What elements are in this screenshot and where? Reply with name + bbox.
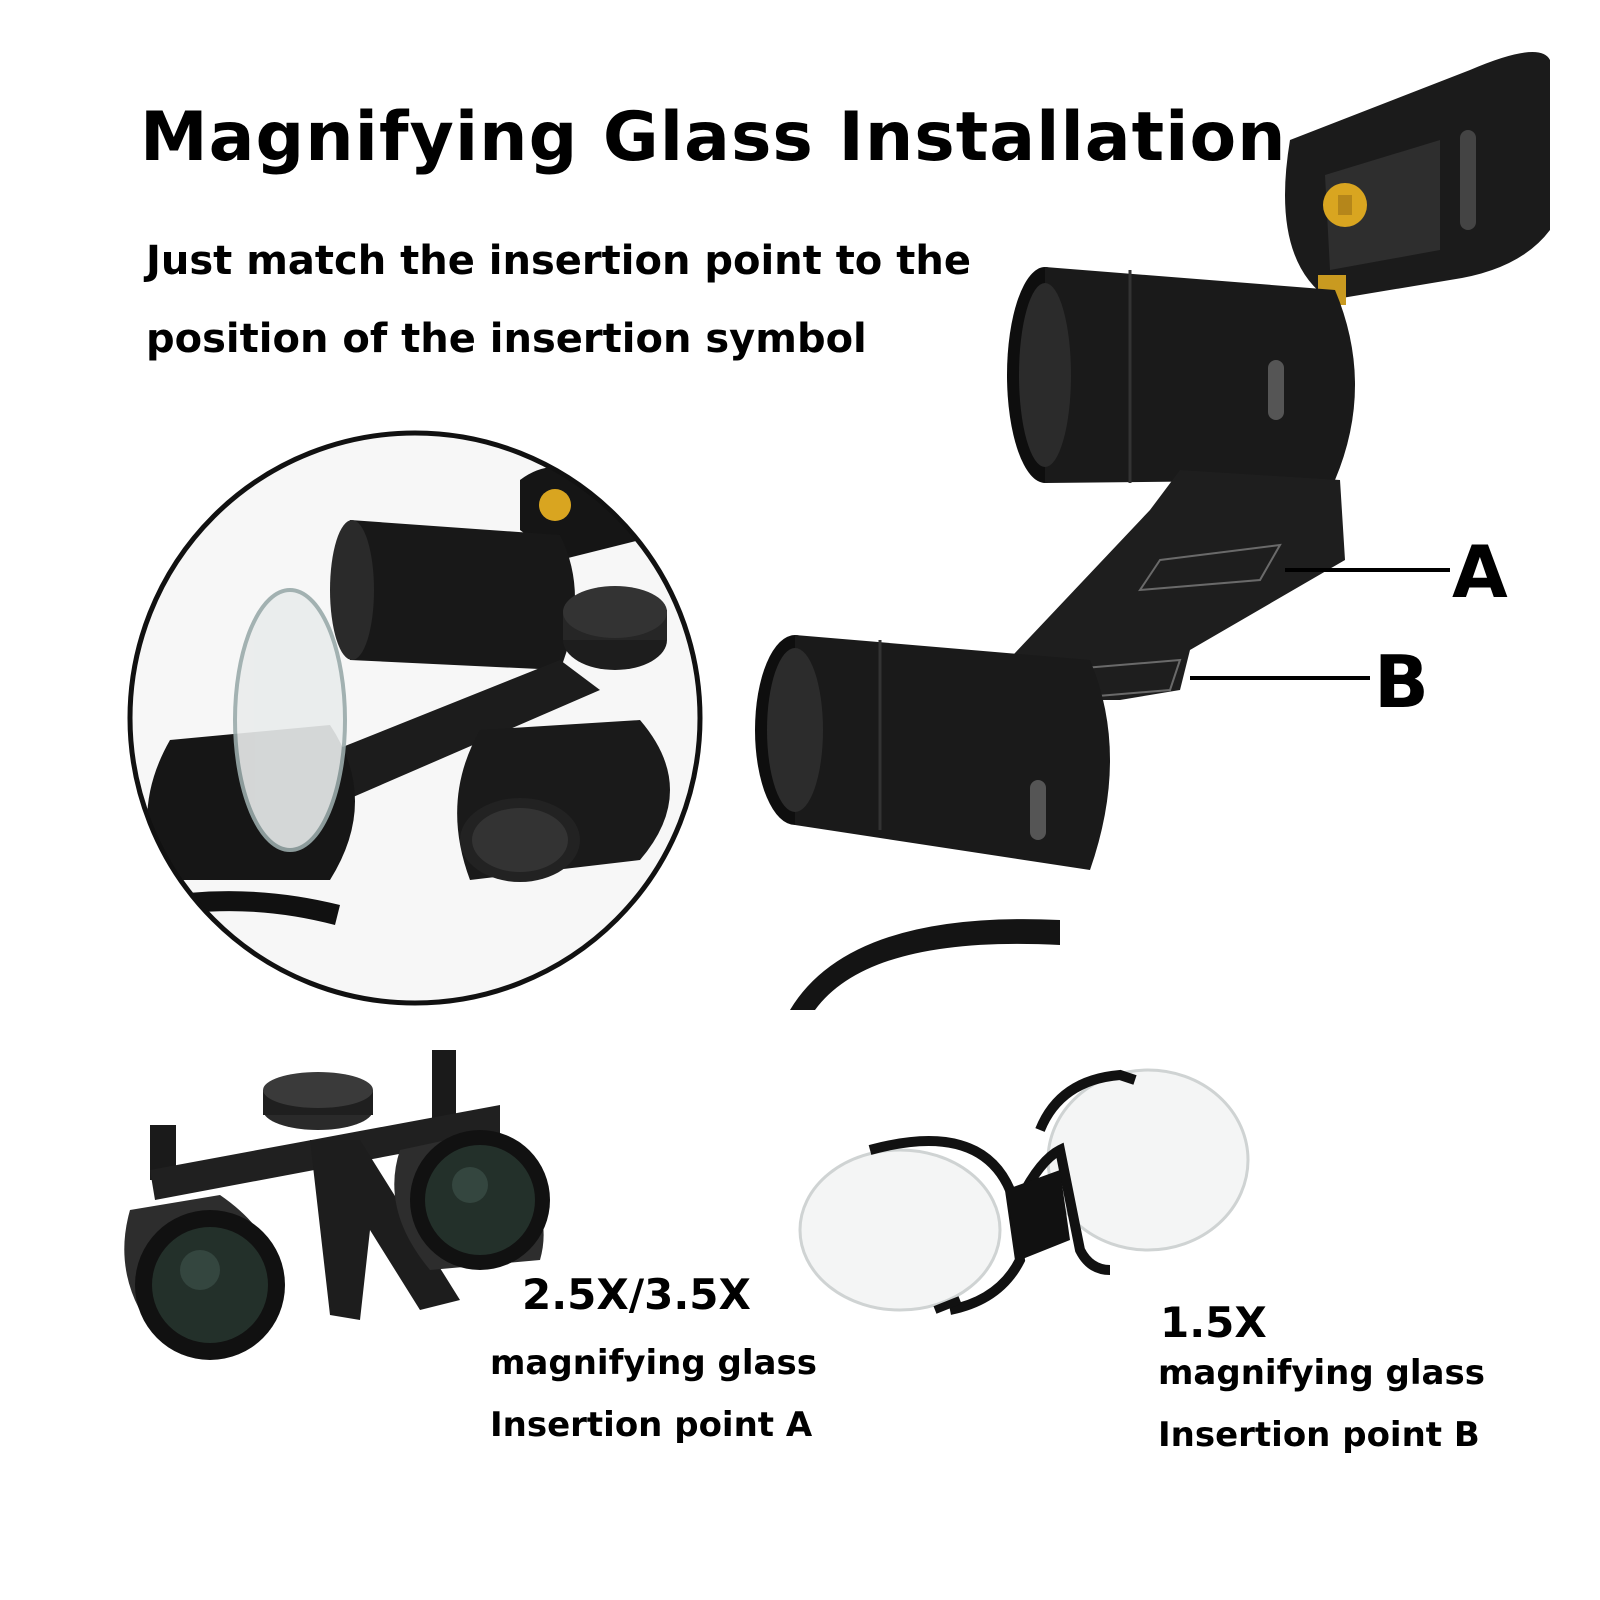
product-b-insertion: Insertion point B <box>1158 1415 1480 1455</box>
instruction-line-2: position of the insertion symbol <box>146 316 867 362</box>
callout-label-a: A <box>1452 530 1508 614</box>
page-title: Magnifying Glass Installation <box>140 98 1287 177</box>
instruction-line-1: Just match the insertion point to the <box>146 238 971 284</box>
product-b-name: magnifying glass <box>1158 1353 1485 1393</box>
instruction-text: Just match the insertion point to the po… <box>146 222 1046 378</box>
callout-label-b: B <box>1374 640 1429 724</box>
product-a-insertion: Insertion point A <box>490 1405 813 1445</box>
product-b-magnification: 1.5X <box>1160 1298 1267 1347</box>
product-a-name: magnifying glass <box>490 1343 817 1383</box>
product-a-magnification: 2.5X/3.5X <box>522 1270 751 1319</box>
